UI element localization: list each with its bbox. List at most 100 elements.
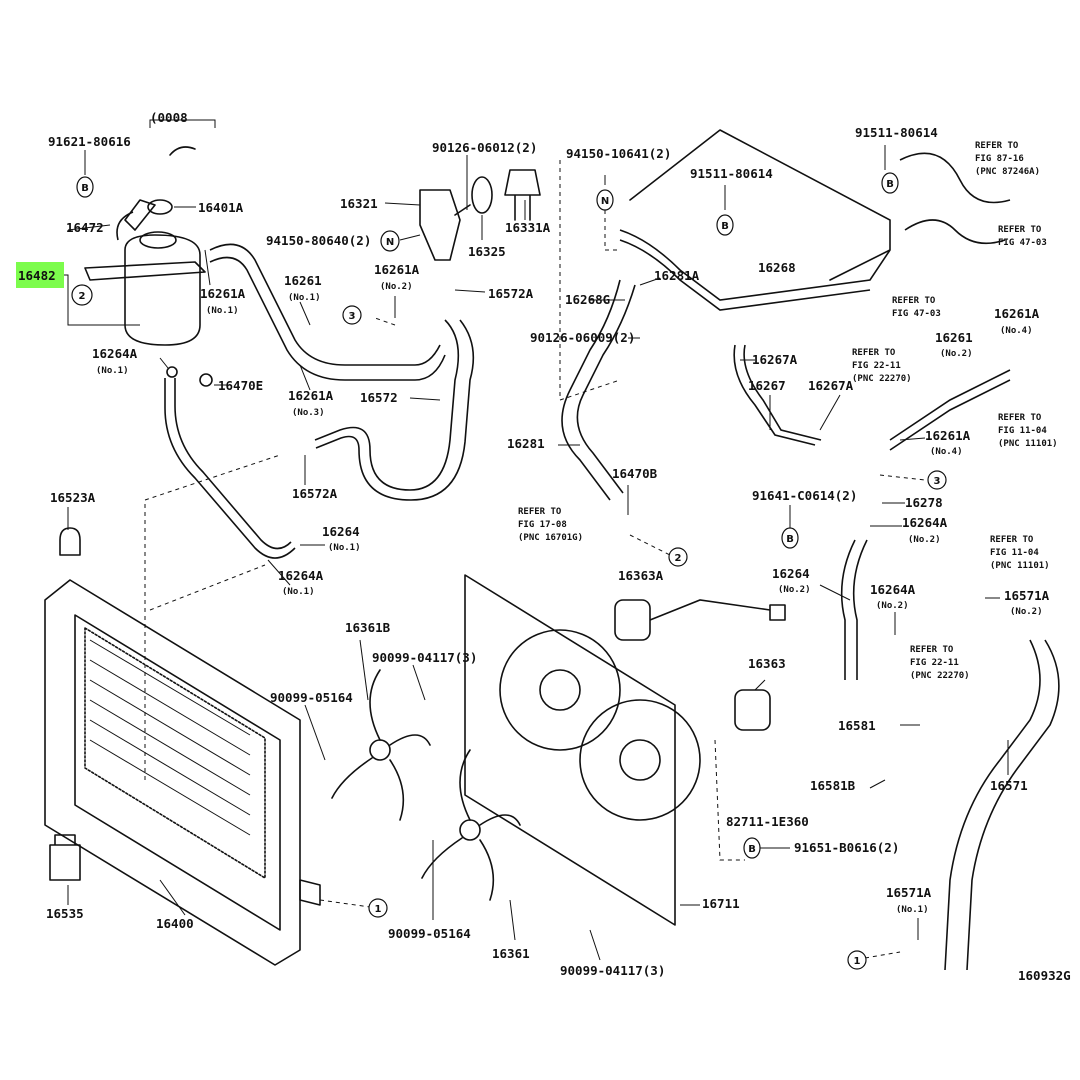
label-16268g: 16268G (565, 292, 610, 307)
marker-2-b (668, 547, 688, 567)
hose-16268 (619, 229, 891, 301)
water-outlet-group (419, 169, 541, 261)
svg-text:(No.2): (No.2) (1010, 607, 1043, 617)
svg-text:REFER TO: REFER TO (910, 645, 954, 655)
label-16264a-3: 16264A (902, 515, 948, 530)
label-94150-80640: 94150-80640(2) (266, 233, 371, 248)
marker-b-5 (743, 837, 761, 859)
label-90099-04117-b: 90099-04117(3) (560, 963, 665, 978)
label-16261a-3: 16261A (288, 388, 334, 403)
label-16261a-1: 16261A (200, 286, 246, 301)
label-16571a-2: 16571A (886, 885, 932, 900)
highlight-box (16, 262, 64, 288)
svg-text:REFER TO: REFER TO (998, 413, 1042, 423)
svg-text:(PNC 22270): (PNC 22270) (852, 374, 912, 384)
leader-lines (64, 145, 1009, 961)
label-16581b: 16581B (810, 778, 856, 793)
label-16572a-1: 16572A (488, 286, 534, 301)
engine-outline (629, 129, 891, 281)
svg-text:(No.2): (No.2) (380, 282, 413, 292)
svg-text:(No.1): (No.1) (206, 306, 239, 316)
label-90099-05164-a: 90099-05164 (270, 690, 353, 705)
svg-text:FIG 11-04: FIG 11-04 (998, 426, 1047, 436)
svg-text:FIG 47-03: FIG 47-03 (998, 238, 1047, 248)
label-16571a-1: 16571A (1004, 588, 1050, 603)
svg-text:FIG 17-08: FIG 17-08 (518, 520, 567, 530)
svg-text:FIG 22-11: FIG 22-11 (852, 361, 901, 371)
svg-text:FIG 11-04: FIG 11-04 (990, 548, 1039, 558)
hose-16571 (944, 639, 1041, 971)
label-16261a-2: 16261A (374, 262, 420, 277)
label-16572: 16572 (360, 390, 398, 405)
svg-text:(PNC 16701G): (PNC 16701G) (518, 533, 583, 543)
svg-text:(PNC 87246A): (PNC 87246A) (975, 167, 1040, 177)
marker-b-4 (781, 527, 799, 549)
svg-text:(PNC 11101): (PNC 11101) (998, 439, 1058, 449)
svg-text:2: 2 (79, 291, 86, 302)
svg-text:REFER TO: REFER TO (990, 535, 1034, 545)
label-16400: 16400 (156, 916, 194, 931)
svg-text:(No.1): (No.1) (288, 293, 321, 303)
marker-3-b (927, 470, 947, 490)
label-91621-80616: 91621-80616 (48, 134, 131, 149)
label-16264a-4: 16264A (870, 582, 916, 597)
label-16482: 16482 (18, 268, 56, 283)
reservoir-tank-16482 (124, 234, 201, 346)
marker-b-2 (716, 214, 734, 236)
label-0008: (0008 (150, 110, 188, 125)
mount-16535 (49, 834, 81, 881)
svg-text:2: 2 (675, 553, 682, 564)
label-16535: 16535 (46, 906, 84, 921)
marker-b-1 (76, 176, 94, 198)
label-16267a-2: 16267A (808, 378, 854, 393)
marker-1-b (847, 950, 867, 970)
label-16267: 16267 (748, 378, 786, 393)
label-16361b: 16361B (345, 620, 391, 635)
label-16325: 16325 (468, 244, 506, 259)
label-94150-10641: 94150-10641(2) (566, 146, 671, 161)
label-91511-80614-a: 91511-80614 (855, 125, 938, 140)
label-90099-04117-a: 90099-04117(3) (372, 650, 477, 665)
svg-text:3: 3 (349, 311, 356, 322)
hose-16572 (314, 319, 460, 491)
label-16470b: 16470B (612, 466, 658, 481)
water-outlet-16321 (419, 189, 461, 261)
svg-text:(No.4): (No.4) (1000, 326, 1033, 336)
svg-text:(No.1): (No.1) (282, 587, 315, 597)
svg-text:B: B (786, 534, 794, 545)
reservoir-stay (124, 199, 156, 231)
label-16401a: 16401A (198, 200, 244, 215)
marker-b-3 (881, 172, 899, 194)
label-91511-80614-b: 91511-80614 (690, 166, 773, 181)
label-90099-05164-b: 90099-05164 (388, 926, 471, 941)
label-16281: 16281 (507, 436, 545, 451)
svg-text:B: B (81, 183, 89, 194)
marker-n-2 (596, 189, 614, 211)
label-16267a-1: 16267A (752, 352, 798, 367)
label-16264a-1: 16264A (92, 346, 138, 361)
reservoir-cap-16401a (147, 199, 173, 215)
svg-text:FIG 87-16: FIG 87-16 (975, 154, 1024, 164)
svg-text:(No.1): (No.1) (96, 366, 129, 376)
markers: B 2 N 3 N B B 3 B 2 B 1 1 (71, 172, 947, 970)
clamp-16470e (199, 373, 213, 387)
label-16472: 16472 (66, 220, 104, 235)
label-90126-06012: 90126-06012(2) (432, 140, 537, 155)
label-16571: 16571 (990, 778, 1028, 793)
label-16363: 16363 (748, 656, 786, 671)
reference-lines (144, 160, 926, 959)
fan-16361 (421, 749, 521, 901)
reservoir-group (16, 119, 296, 881)
svg-text:REFER TO: REFER TO (975, 141, 1019, 151)
svg-text:REFER TO: REFER TO (852, 348, 896, 358)
label-16261: 16261 (284, 273, 322, 288)
label-16321: 16321 (340, 196, 378, 211)
gasket-16325 (471, 176, 493, 214)
svg-text:(No.2): (No.2) (908, 535, 941, 545)
figure-code: 160932G (1018, 968, 1071, 983)
svg-text:N: N (601, 196, 609, 207)
label-16264: 16264 (322, 524, 360, 539)
label-16572a-2: 16572A (292, 486, 338, 501)
label-16361: 16361 (492, 946, 530, 961)
